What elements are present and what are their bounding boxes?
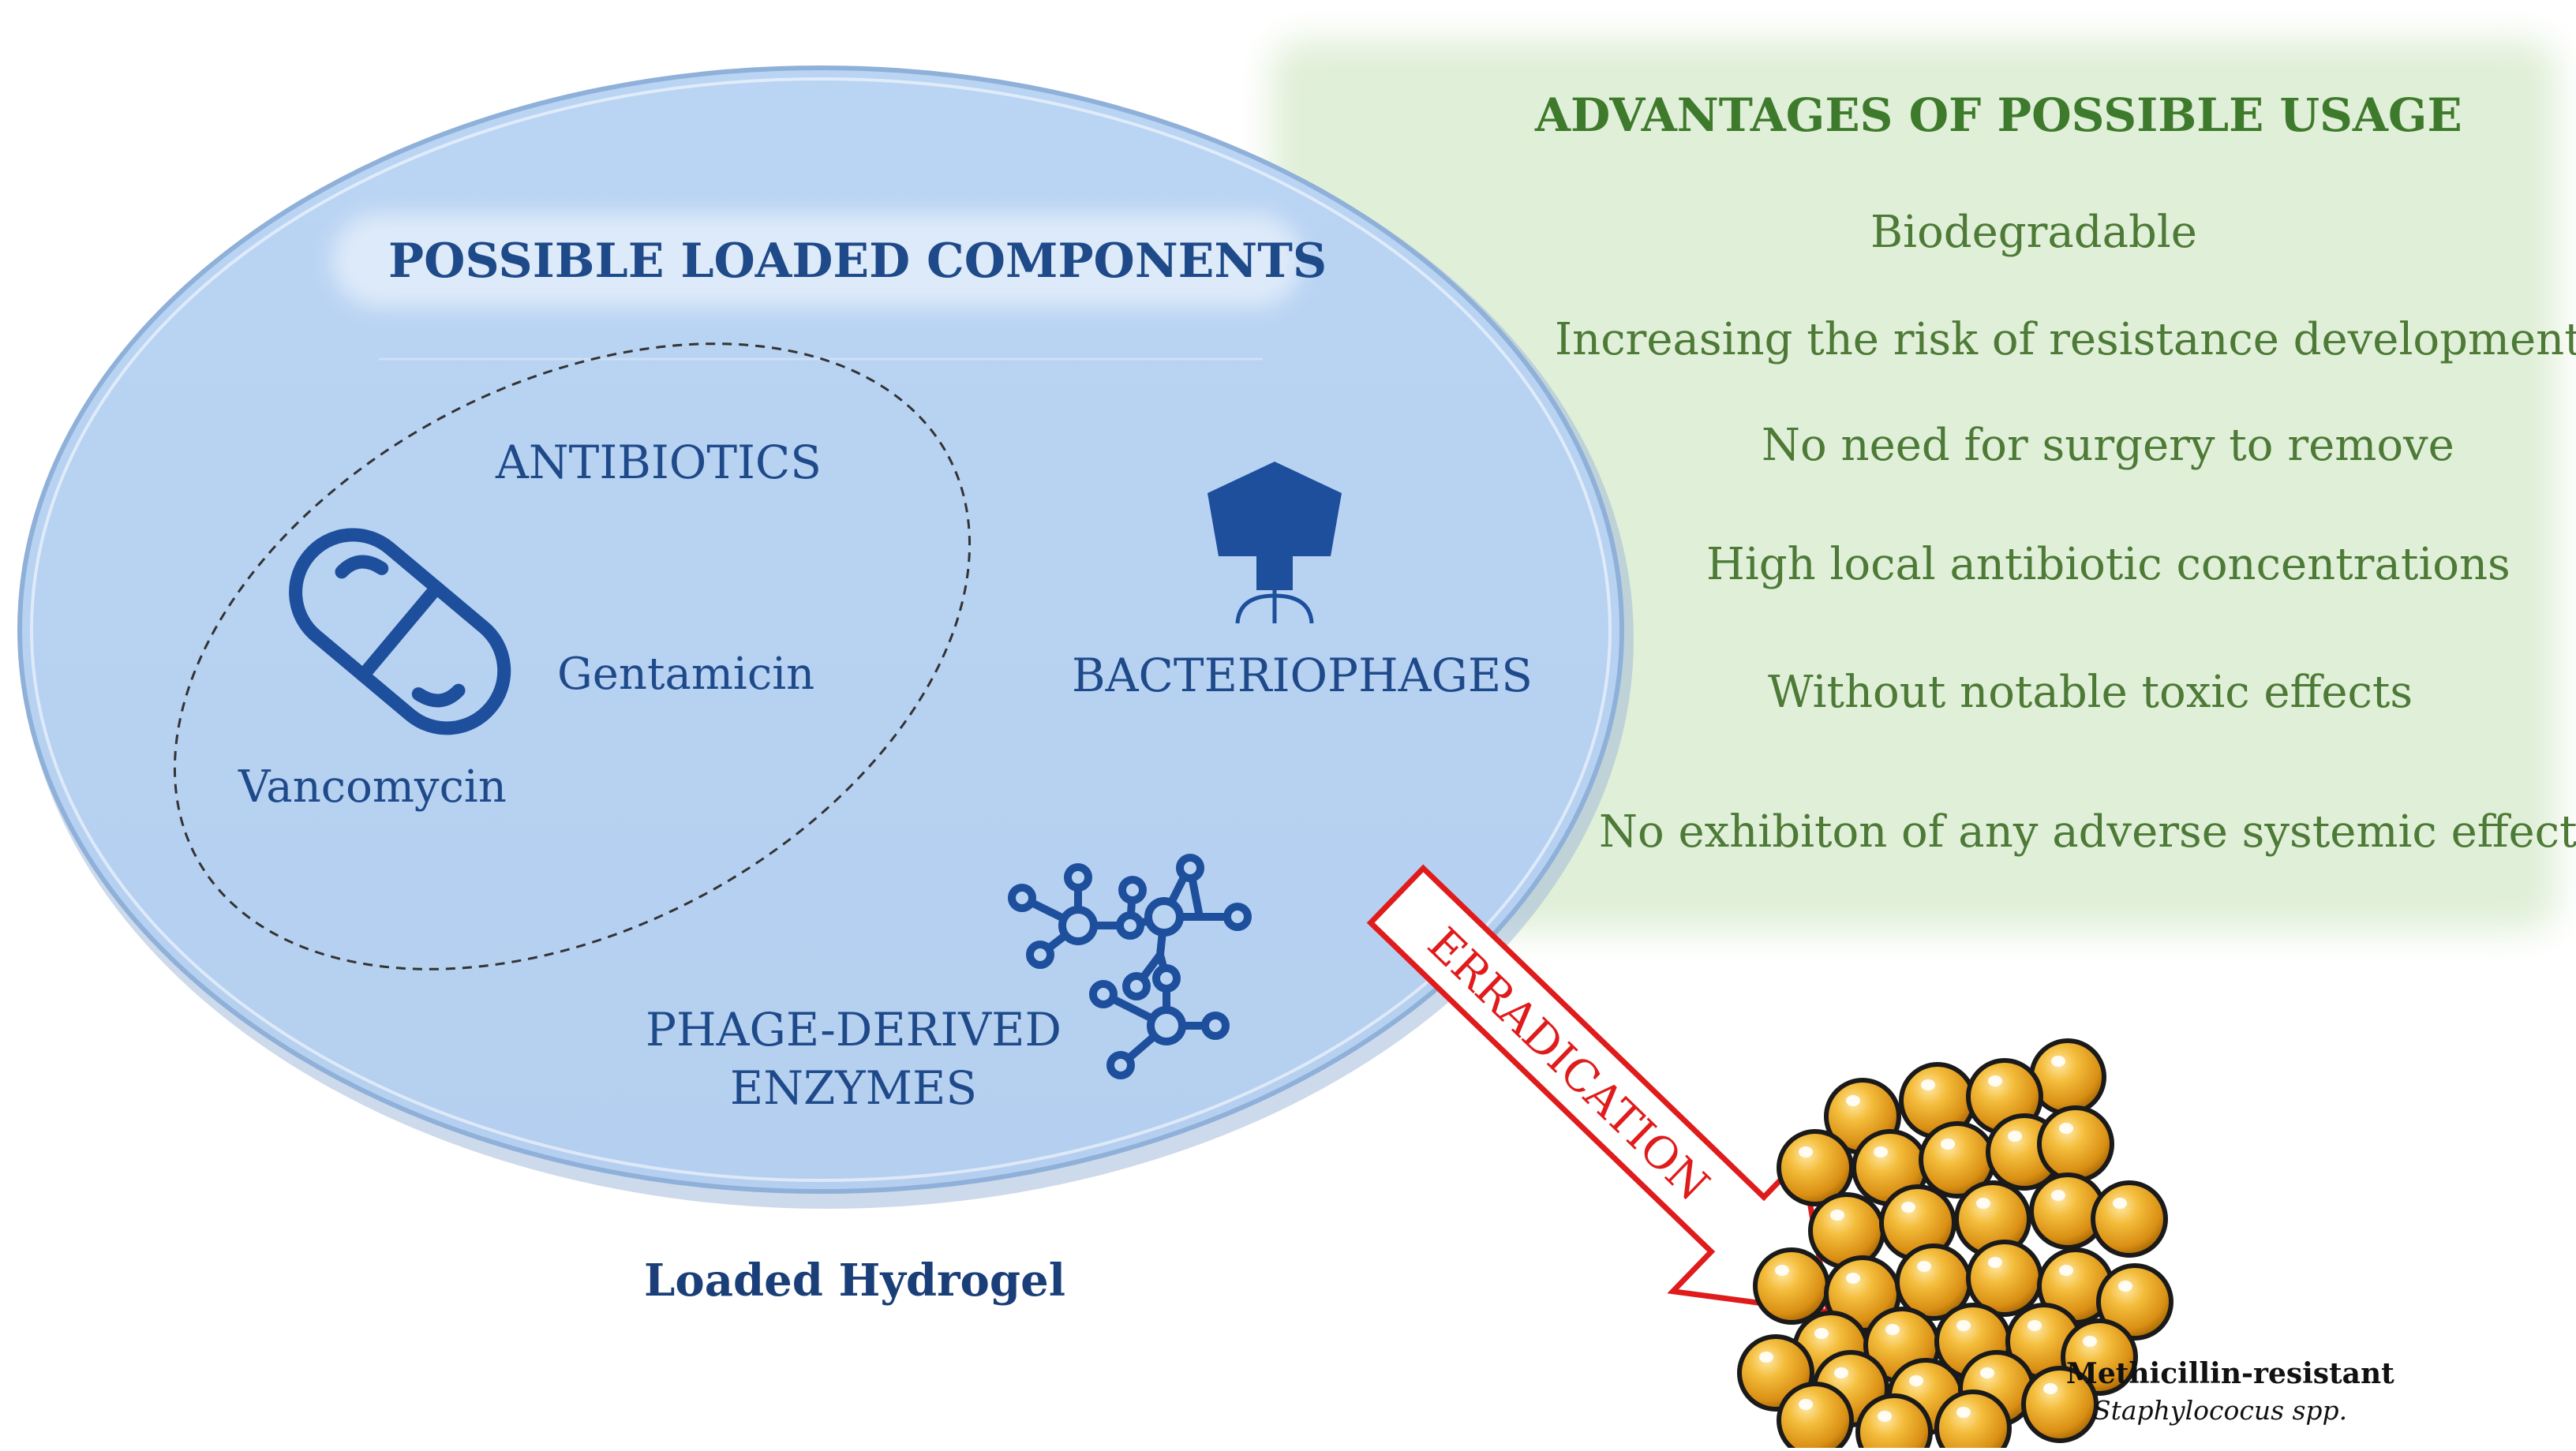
advantage-item: Biodegradable — [1870, 207, 2197, 258]
heading-glow — [331, 213, 1302, 308]
advantage-item: No exhibiton of any adverse systemic eff… — [1599, 806, 2576, 858]
bacterium-coccus — [2096, 1263, 2174, 1341]
advantage-item: Increasing the risk of resistance develo… — [1555, 314, 2576, 365]
bacterium-coccus — [1934, 1389, 2012, 1451]
vancomycin-label: Vancomycin — [238, 761, 507, 813]
advantage-item: No need for surgery to remove — [1762, 420, 2454, 471]
bacterium-coccus — [2091, 1180, 2168, 1258]
antibiotics-dashed-ellipse — [173, 342, 972, 970]
enzymes-line-2: ENZYMES — [729, 1061, 978, 1115]
enzymes-label: PHAGE-DERIVED ENZYMES — [646, 1000, 1061, 1117]
hydrogel-caption: Loaded Hydrogel — [644, 1255, 1065, 1307]
eradication-label: ERRADICATION — [1417, 918, 1718, 1211]
bacterium-coccus — [1777, 1129, 1854, 1206]
bacteria-cluster — [1737, 1038, 2174, 1451]
loaded-components-heading: POSSIBLE LOADED COMPONENTS — [388, 234, 1327, 289]
molecule-icon — [1008, 854, 1252, 1079]
bacterium-coccus — [1879, 1184, 1956, 1262]
bacteriophage-icon — [1208, 462, 1342, 624]
enzymes-line-1: PHAGE-DERIVED — [646, 1003, 1061, 1056]
bacterium-coccus — [1777, 1382, 1854, 1451]
bacterium-coccus — [1855, 1393, 1933, 1451]
pill-icon — [289, 528, 511, 735]
advantage-item: Without notable toxic effects — [1768, 667, 2413, 718]
advantages-title: ADVANTAGES OF POSSIBLE USAGE — [1535, 88, 2462, 142]
bacterium-coccus — [1808, 1192, 1885, 1270]
bacterium-coccus — [1954, 1180, 2031, 1258]
bacterium-coccus — [1966, 1240, 2043, 1317]
bacterium-coccus — [2037, 1105, 2114, 1183]
bacteriophages-label: BACTERIOPHAGES — [1072, 649, 1533, 702]
bacterium-coccus — [1753, 1247, 1830, 1325]
antibiotics-label: ANTIBIOTICS — [496, 436, 822, 489]
bacteria-label-line-2: Staphylococus spp. — [2093, 1395, 2348, 1426]
bacterium-coccus — [2021, 1366, 2099, 1443]
advantage-item: High local antibiotic concentrations — [1706, 539, 2510, 590]
gentamicin-label: Gentamicin — [557, 649, 815, 700]
bacteria-label-line-1: Methicillin-resistant — [2066, 1357, 2394, 1390]
